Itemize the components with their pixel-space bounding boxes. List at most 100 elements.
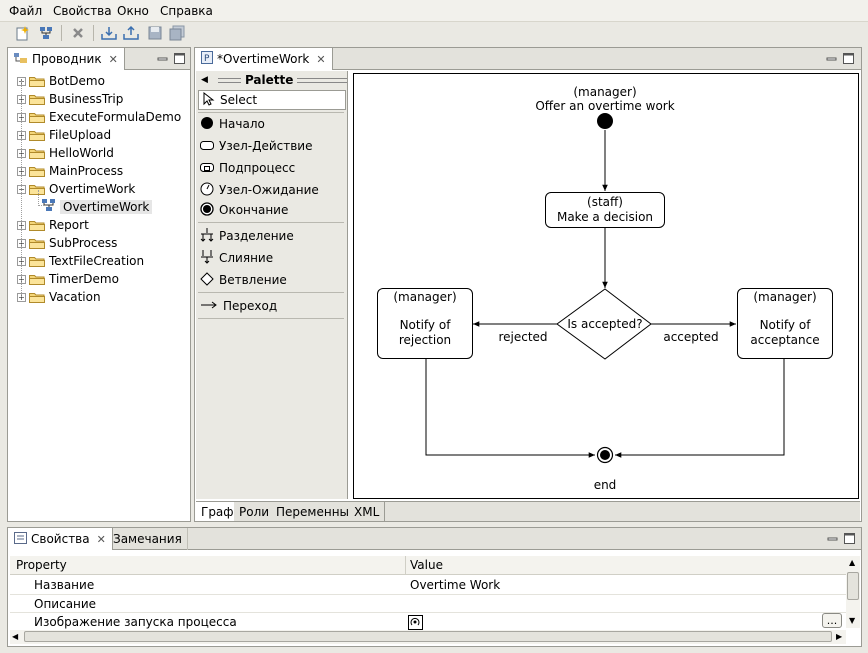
palette: ◀ Palette Select Начало Узел-Действие По… — [196, 71, 348, 499]
gateway-label: Is accepted? — [567, 317, 643, 331]
palette-header[interactable]: ◀ Palette — [196, 71, 347, 89]
palette-item-label: Слияние — [219, 251, 274, 265]
save-icon[interactable] — [146, 24, 164, 42]
close-icon[interactable]: ✕ — [96, 532, 106, 546]
property-column-header[interactable]: Property — [16, 558, 67, 572]
palette-action-node[interactable]: Узел-Действие — [196, 136, 346, 156]
decision-node[interactable]: (staff) Make a decision — [545, 192, 665, 228]
palette-select[interactable]: Select — [198, 90, 346, 110]
tree-item-folder[interactable]: +HelloWorld — [17, 144, 114, 162]
palette-wait-node[interactable]: Узел-Ожидание — [196, 180, 346, 200]
import-icon[interactable] — [100, 24, 118, 42]
tree-item-folder[interactable]: +Vacation — [17, 288, 101, 306]
tab-properties[interactable]: Свойства ✕ — [8, 528, 113, 550]
export-icon[interactable] — [122, 24, 140, 42]
palette-join[interactable]: Слияние — [196, 248, 346, 268]
diagram-canvas[interactable]: (manager) Offer an overtime work (staff)… — [353, 73, 859, 499]
property-name: Изображение запуска процесса — [34, 615, 237, 629]
palette-item-label: Ветвление — [219, 273, 287, 287]
minimize-icon[interactable] — [157, 53, 168, 64]
tree-item-folder[interactable]: +BotDemo — [17, 72, 105, 90]
table-row[interactable]: Название Overtime Work — [10, 576, 843, 594]
table-row[interactable]: Изображение запуска процесса ... — [10, 613, 843, 631]
properties-panel: Свойства ✕ Замечания Property Value Назв… — [7, 527, 862, 647]
scroll-right-icon[interactable]: ▶ — [836, 632, 843, 641]
scroll-up-icon[interactable]: ▲ — [849, 558, 856, 567]
tree-item-label: Vacation — [49, 290, 101, 304]
maximize-icon[interactable] — [174, 53, 185, 64]
menu-window[interactable]: Окно — [117, 4, 149, 18]
palette-item-label: Select — [220, 93, 258, 107]
value-column-header[interactable]: Value — [410, 558, 443, 572]
properties-tab-label: Свойства — [31, 532, 90, 546]
decision-icon — [200, 271, 214, 289]
close-icon[interactable]: ✕ — [108, 52, 118, 66]
tree-item-folder[interactable]: +TimerDemo — [17, 270, 119, 288]
diagram-connections — [425, 113, 785, 464]
tree-item-folder[interactable]: +Report — [17, 216, 89, 234]
menu-help[interactable]: Справка — [160, 4, 213, 18]
vertical-scrollbar[interactable]: ▲ ▼ — [846, 556, 860, 628]
editor-panel: P *OvertimeWork ✕ ◀ Palette Select Начал… — [194, 47, 862, 522]
save-all-icon[interactable] — [168, 24, 186, 42]
table-row[interactable]: Описание — [10, 595, 843, 613]
tree-item-folder[interactable]: +ExecuteFormulaDemo — [17, 108, 181, 126]
tree-connector-lines — [38, 190, 46, 206]
new-file-icon[interactable] — [14, 24, 32, 42]
process-diagram-icon — [42, 199, 56, 215]
palette-transition[interactable]: Переход — [196, 296, 346, 316]
palette-item-label: Подпроцесс — [219, 161, 296, 175]
property-value[interactable]: Overtime Work — [410, 578, 501, 592]
scrollbar-thumb[interactable] — [847, 572, 859, 600]
transition-accept-end[interactable] — [615, 359, 785, 458]
palette-item-label: Узел-Ожидание — [219, 183, 319, 197]
tree-item-folder[interactable]: −OvertimeWork — [17, 180, 135, 198]
delete-icon[interactable] — [69, 24, 87, 42]
tree-item-folder[interactable]: +SubProcess — [17, 234, 117, 252]
tree-item-folder[interactable]: +MainProcess — [17, 162, 123, 180]
tab-explorer[interactable]: Проводник ✕ — [8, 48, 125, 70]
gateway-diamond[interactable] — [556, 288, 652, 360]
new-process-icon[interactable] — [37, 24, 55, 42]
menubar: Файл Свойства Окно Справка — [0, 0, 868, 22]
scroll-down-icon[interactable]: ▼ — [849, 616, 856, 625]
palette-start[interactable]: Начало — [196, 114, 346, 134]
minimize-icon[interactable] — [826, 53, 837, 64]
palette-subprocess[interactable]: Подпроцесс — [196, 158, 346, 178]
tab-roles[interactable]: Роли — [234, 502, 276, 521]
minimize-icon[interactable] — [827, 533, 838, 544]
tab-graph[interactable]: Граф — [196, 502, 240, 521]
tree-item-folder[interactable]: +BusinessTrip — [17, 90, 123, 108]
reject-node[interactable]: (manager) Notify of rejection — [377, 288, 473, 359]
tree-item-label: FileUpload — [49, 128, 112, 142]
tab-xml[interactable]: XML — [349, 502, 386, 521]
scrollbar-thumb[interactable] — [24, 631, 832, 642]
folder-icon — [29, 219, 45, 231]
tree-item-folder[interactable]: +FileUpload — [17, 126, 111, 144]
browse-button[interactable]: ... — [822, 613, 842, 628]
start-node-label: (manager) Offer an overtime work — [535, 85, 675, 113]
tree-item-label: OvertimeWork — [60, 200, 153, 214]
tab-variables[interactable]: Переменные — [271, 502, 363, 521]
maximize-icon[interactable] — [844, 533, 855, 544]
tab-remarks[interactable]: Замечания — [108, 528, 188, 550]
image-thumbnail-icon[interactable] — [408, 613, 423, 631]
tree-item-folder[interactable]: +TextFileCreation — [17, 252, 144, 270]
start-node-icon[interactable] — [597, 113, 613, 129]
horizontal-scrollbar[interactable]: ◀ ▶ — [10, 630, 846, 644]
menu-file[interactable]: Файл — [9, 4, 43, 18]
collapse-left-icon[interactable]: ◀ — [201, 75, 208, 85]
palette-decision[interactable]: Ветвление — [196, 270, 346, 290]
tree-item-process[interactable]: OvertimeWork — [42, 198, 153, 216]
menu-properties[interactable]: Свойства — [53, 4, 112, 18]
tab-overtime-work[interactable]: P *OvertimeWork ✕ — [195, 48, 333, 70]
accept-node[interactable]: (manager) Notify of acceptance — [737, 288, 833, 359]
folder-icon — [29, 291, 45, 303]
transition-reject-end[interactable] — [425, 359, 595, 458]
properties-header: Property Value — [10, 556, 846, 575]
palette-fork[interactable]: Разделение — [196, 226, 346, 246]
scroll-left-icon[interactable]: ◀ — [12, 632, 19, 641]
palette-end[interactable]: Окончание — [196, 200, 346, 220]
maximize-icon[interactable] — [843, 53, 854, 64]
close-icon[interactable]: ✕ — [316, 52, 326, 66]
